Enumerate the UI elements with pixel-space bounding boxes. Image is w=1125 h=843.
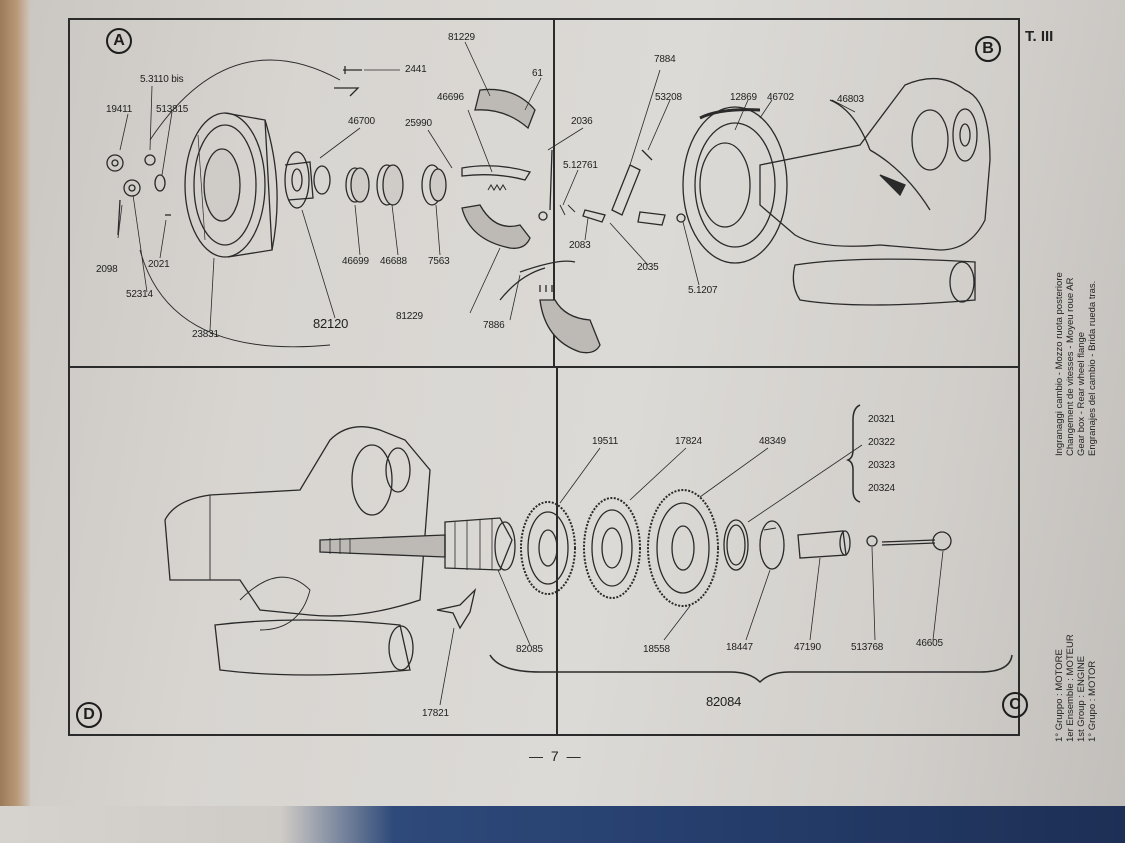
part-label: 5.3110 bis [140,74,184,85]
caption-line: Engranajes del cambio - Brida rueda tras… [1087,280,1098,456]
part-label: 7563 [428,256,450,267]
part-label: 2021 [148,259,170,270]
part-label: 61 [532,68,543,79]
part-label: 2035 [637,262,659,273]
part-label: 46696 [437,92,464,103]
part-label: 513768 [851,642,884,653]
section-c-marker: C [1002,692,1028,718]
part-label: 18558 [643,644,670,655]
part-label: 2083 [569,240,591,251]
caption-line: 1er Ensemble : MOTEUR [1065,634,1076,742]
part-label: 20324 [868,483,895,494]
part-label: 46688 [380,256,407,267]
part-label: 23831 [192,329,219,340]
part-label: 12869 [730,92,757,103]
part-label: 17821 [422,708,449,719]
part-label: 5.1207 [688,285,718,296]
section-cd-drawing [164,404,1013,684]
diagram-frame [68,18,1020,736]
catalog-page [0,0,1125,818]
part-label: 47190 [794,642,821,653]
part-label: 19511 [592,436,619,447]
part-label: 5.12761 [563,160,598,171]
section-b-marker: B [975,36,1001,62]
part-label: 46605 [916,638,943,649]
part-label: 48349 [759,436,786,447]
part-label: 20321 [868,414,895,425]
part-label: 2441 [405,64,427,75]
caption-line: 1° Gruppo : MOTORE [1054,649,1065,742]
part-label: 46700 [348,116,375,127]
part-label: 81229 [396,311,423,322]
caption-line: 1° Grupo : MOTOR [1087,660,1098,742]
part-label: 20322 [868,437,895,448]
part-label: 46702 [767,92,794,103]
page-binding [0,0,30,818]
part-label: 7886 [483,320,505,331]
caption-line: Gear box - Rear wheel flange [1076,331,1087,456]
part-label: 18447 [726,642,753,653]
caption-line: Ingranaggi cambio - Mozzo ruota posterio… [1054,272,1065,456]
section-d-marker: D [76,702,102,728]
part-label: 17824 [675,436,702,447]
leader-lines [117,41,944,706]
alternate-parts-list: 20321 20322 20323 20324 [868,408,895,500]
part-label: 7884 [654,54,676,65]
divider-horizontal [68,366,1020,368]
part-label: 82085 [516,644,543,655]
caption-line: 1st Group : ENGINE [1076,655,1087,742]
part-label: 19411 [106,104,133,115]
section-a-marker: A [106,28,132,54]
part-label: 46699 [342,256,369,267]
divider-vertical-top [553,18,555,366]
part-label: 2098 [96,264,118,275]
part-label: 25990 [405,118,432,129]
section-b-drawing [538,77,991,306]
part-label: 46803 [837,94,864,105]
part-label: 52314 [126,289,153,300]
part-label: 513815 [156,104,189,115]
part-label: 82120 [313,316,349,331]
part-label: 20323 [868,460,895,471]
caption-line: Changement de vitesses - Moyeu roue AR [1065,277,1076,456]
background-strip [0,806,1125,843]
table-id: T. III [1025,28,1054,45]
page-number: — 7 — [529,748,583,764]
assembly-label: 82084 [706,694,742,709]
part-label: 2036 [571,116,593,127]
part-label: 81229 [448,32,475,43]
part-label: 53208 [655,92,682,103]
section-a-drawing [106,59,601,354]
